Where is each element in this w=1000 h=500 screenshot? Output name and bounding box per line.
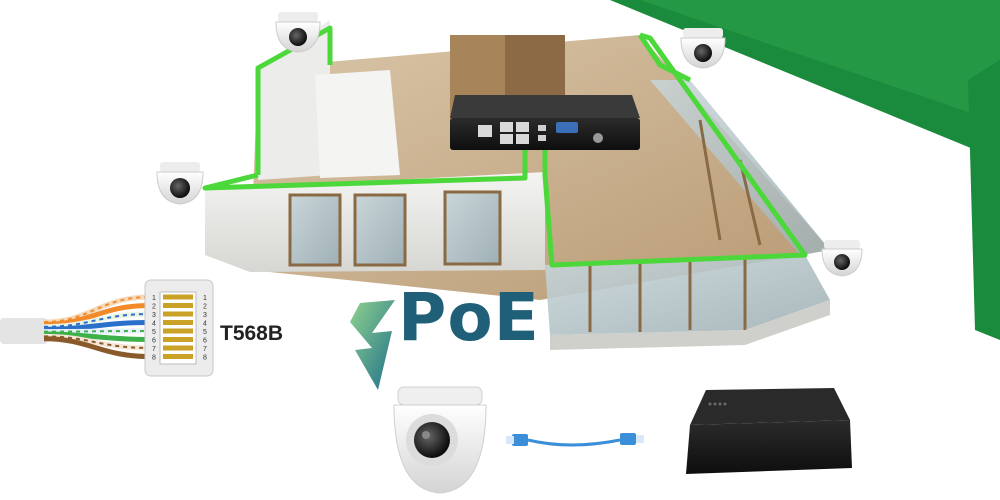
pin-number: 4 bbox=[152, 321, 156, 328]
sunroom-base bbox=[550, 300, 830, 350]
connector-contacts bbox=[163, 294, 193, 359]
wire bbox=[43, 294, 151, 325]
contact-pin bbox=[163, 345, 193, 351]
nvr-port bbox=[516, 134, 529, 144]
camera-icon bbox=[156, 162, 204, 205]
sunroom-glass bbox=[545, 255, 830, 335]
nvr-status-leds bbox=[708, 402, 727, 406]
cable-jacket bbox=[0, 318, 48, 344]
cable-path-top bbox=[637, 33, 692, 83]
pin-number: 5 bbox=[152, 329, 156, 336]
cable-path-front bbox=[202, 150, 528, 191]
nvr-usb bbox=[538, 125, 546, 131]
wire bbox=[43, 320, 151, 332]
pin-number: 6 bbox=[152, 338, 156, 345]
house-cutaway bbox=[202, 20, 830, 350]
wire-stripe bbox=[43, 335, 151, 349]
pin-number: 6 bbox=[203, 338, 207, 345]
window-1 bbox=[288, 193, 342, 267]
contact-pin bbox=[163, 303, 193, 308]
wire-group bbox=[43, 294, 151, 359]
wire bbox=[43, 303, 151, 327]
contact-pin bbox=[163, 337, 193, 342]
window-2 bbox=[353, 193, 407, 267]
wire-stripe bbox=[43, 330, 151, 333]
nvr-icon bbox=[686, 388, 852, 474]
nvr-power bbox=[593, 133, 603, 143]
nvr-port bbox=[478, 125, 492, 137]
contact-pin bbox=[163, 354, 193, 359]
camera-icon bbox=[275, 12, 321, 53]
pin-number: 3 bbox=[203, 312, 207, 319]
pin-number: 2 bbox=[152, 304, 156, 311]
pin-number: 7 bbox=[152, 346, 156, 353]
nvr-port bbox=[500, 122, 513, 132]
house-nvr-icon bbox=[450, 95, 640, 150]
poe-label: PoE bbox=[398, 279, 540, 356]
wire bbox=[43, 331, 151, 342]
nvr-usb bbox=[538, 135, 546, 141]
nvr-port bbox=[516, 122, 529, 132]
camera-icon bbox=[393, 386, 487, 494]
ethernet-cable-wires bbox=[0, 294, 151, 359]
cable-path-right bbox=[542, 32, 808, 268]
contact-pin bbox=[163, 311, 193, 317]
pin-number: 8 bbox=[152, 355, 156, 362]
contact-pin bbox=[163, 320, 193, 325]
kitchen-counter bbox=[505, 35, 565, 95]
wire bbox=[43, 336, 151, 359]
brand-corner-light bbox=[640, 0, 1000, 118]
nvr-port bbox=[500, 134, 513, 144]
lightning-bolt-icon bbox=[350, 300, 395, 390]
pin-number: 2 bbox=[203, 304, 207, 311]
pin-number: 3 bbox=[152, 312, 156, 319]
pin-number: 4 bbox=[203, 321, 207, 328]
brand-corner-side bbox=[968, 60, 1000, 340]
camera-icon bbox=[680, 28, 726, 69]
partition bbox=[315, 70, 400, 178]
camera-icon bbox=[821, 240, 863, 277]
pin-number: 8 bbox=[203, 355, 207, 362]
wiring-standard-label: T568B bbox=[220, 322, 284, 345]
pin-number: 5 bbox=[203, 329, 207, 336]
patch-cable-icon bbox=[506, 433, 644, 447]
window-3 bbox=[443, 190, 502, 266]
pin-number: 7 bbox=[203, 346, 207, 353]
contact-pin bbox=[163, 294, 193, 300]
pin-number: 1 bbox=[152, 295, 156, 302]
wire bbox=[43, 311, 151, 330]
rj45-connector-icon bbox=[144, 279, 214, 377]
pin-number: 1 bbox=[203, 295, 207, 302]
pin-labels-left: 1 23 45 67 8 bbox=[152, 295, 156, 362]
pin-labels-right: 1 23 45 67 8 bbox=[203, 295, 207, 362]
sunroom-frames bbox=[588, 119, 762, 332]
nvr-vga bbox=[556, 122, 578, 133]
contact-pin bbox=[163, 328, 193, 334]
